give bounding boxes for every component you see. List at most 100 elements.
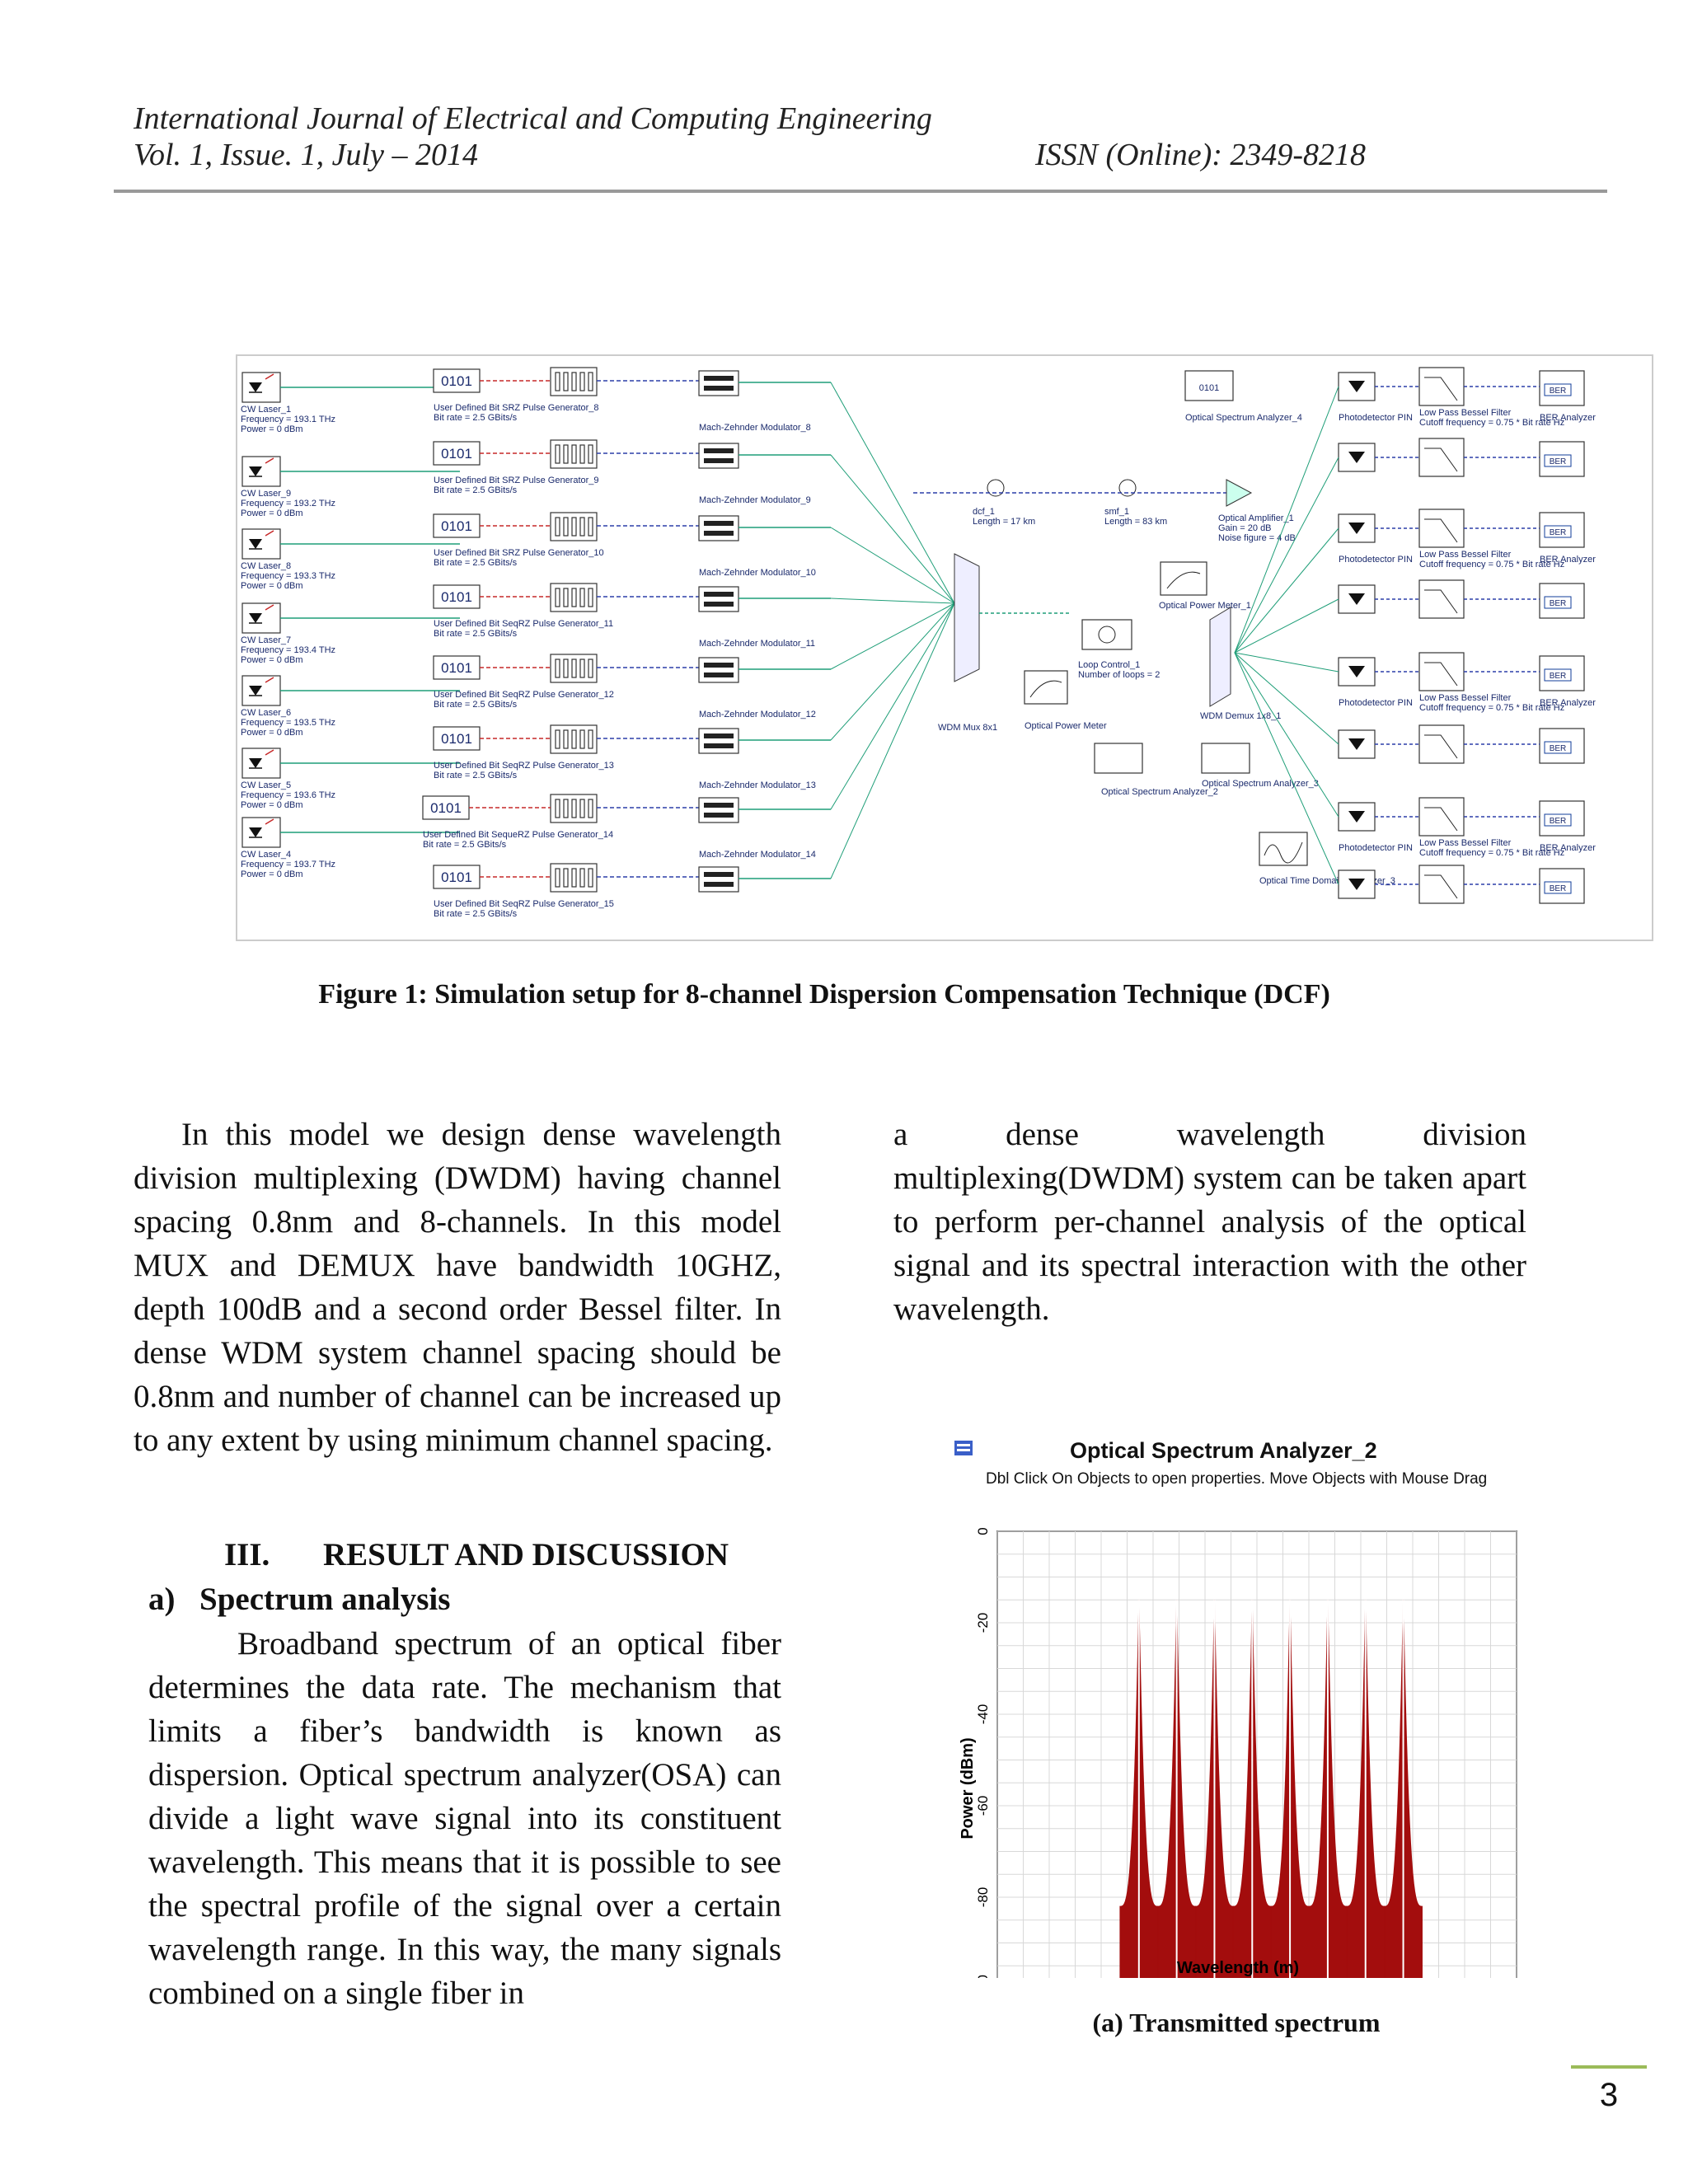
pulse-icon: [588, 588, 593, 607]
bit-sequence-icon: 0101: [441, 660, 472, 676]
dcf-length-label: Length = 17 km: [973, 517, 1035, 527]
bit-sequence-block: [433, 441, 481, 466]
journal-issn: ISSN (Online): 2349-8218: [1035, 138, 1367, 172]
demux-output-wire: [1234, 527, 1339, 654]
laser-power: Power = 0 dBm: [241, 728, 303, 738]
mux-input-wire: [830, 602, 955, 741]
pulse-icon: [588, 517, 593, 537]
filter-response-icon: [1424, 377, 1458, 401]
ber-icon-frame: [1544, 525, 1572, 538]
page-number: 3: [1599, 2077, 1619, 2113]
laser-name: CW Laser_4: [241, 850, 291, 860]
wdm-mux-block: [954, 553, 980, 682]
section-heading: RESULT AND DISCUSSION: [323, 1537, 729, 1572]
osa-icon: 0101: [1199, 383, 1219, 393]
laser-name: CW Laser_7: [241, 635, 291, 645]
pulse-icon: [555, 729, 560, 749]
pulse-icon: [579, 444, 585, 464]
mux-input-wire: [830, 602, 955, 670]
bitrate-label: Bit rate = 2.5 GBits/s: [434, 909, 518, 919]
pulse-icon: [571, 729, 577, 749]
modulator-icon: [704, 673, 734, 677]
modulator-block: [698, 728, 739, 754]
power-meter-icon: [1029, 680, 1062, 698]
laser-arrow: [265, 457, 274, 464]
photodetector-label: Photodetector PIN: [1339, 843, 1413, 853]
osa2-block: [1094, 743, 1143, 774]
laser-power: Power = 0 dBm: [241, 655, 303, 665]
y-tick-label: -60: [975, 1796, 991, 1816]
pulse-icon: [588, 868, 593, 888]
laser-name: CW Laser_5: [241, 780, 291, 790]
pulse-icon: [571, 588, 577, 607]
pulse-generator-label: User Defined Bit SequeRZ Pulse Generator…: [423, 830, 613, 840]
smf-label: smf_1: [1104, 507, 1129, 517]
pulse-generator-label: User Defined Bit SRZ Pulse Generator_8: [434, 403, 599, 413]
photodiode-icon: [1348, 381, 1365, 392]
pulse-icon: [563, 729, 569, 749]
filter-response-icon: [1424, 448, 1458, 472]
pulse-icon: [563, 372, 569, 391]
left-paragraph-2: Broadband spectrum of an optical fiber d…: [148, 1622, 781, 2015]
subsection-heading: Spectrum analysis: [199, 1582, 451, 1617]
osa4-block: [1184, 370, 1234, 401]
mux-input-wire: [830, 527, 955, 604]
ber-icon-frame: [1544, 383, 1572, 396]
laser-name: CW Laser_6: [241, 708, 291, 718]
bitrate-label: Bit rate = 2.5 GBits/s: [434, 485, 518, 495]
modulator-label: Mach-Zehnder Modulator_10: [699, 568, 816, 578]
photodiode-icon: [1348, 593, 1365, 605]
page-number-rule: [1571, 2065, 1647, 2069]
ber-label: BER Analyzer: [1540, 843, 1596, 853]
laser-diode-icon: [249, 758, 262, 768]
ber-label: BER Analyzer: [1540, 413, 1596, 423]
modulator-label: Mach-Zehnder Modulator_14: [699, 850, 816, 860]
modulator-icon: [704, 602, 734, 607]
pulse-icon: [579, 658, 585, 678]
laser-power: Power = 0 dBm: [241, 581, 303, 591]
otdv-icon: [1264, 841, 1303, 864]
laser-diode-icon: [249, 382, 262, 392]
modulator-label: Mach-Zehnder Modulator_9: [699, 495, 811, 505]
pulse-generator-block: [550, 863, 598, 893]
bit-sequence-icon: 0101: [441, 446, 472, 462]
pulse-icon: [579, 729, 585, 749]
subsection-number: a): [148, 1582, 176, 1617]
filter-cutoff-label: Cutoff frequency = 0.75 * Bit rate Hz: [1419, 418, 1564, 428]
pulse-generator-block: [550, 439, 598, 469]
pulse-icon: [563, 799, 569, 818]
demux-output-wire: [1234, 652, 1339, 673]
ber-icon: BER: [1550, 528, 1567, 537]
bit-sequence-block: [433, 368, 481, 393]
pulse-icon: [588, 372, 593, 391]
modulator-block: [698, 515, 739, 541]
filter-label: Low Pass Bessel Filter: [1419, 408, 1512, 418]
osa3-label: Optical Spectrum Analyzer_3: [1202, 779, 1319, 789]
photodiode-icon: [1348, 523, 1365, 534]
mux-input-wire: [830, 598, 955, 604]
loop-icon: [1098, 626, 1116, 644]
demux-output-wire: [1234, 457, 1339, 654]
filter-cutoff-label: Cutoff frequency = 0.75 * Bit rate Hz: [1419, 703, 1564, 713]
pulse-icon: [579, 868, 585, 888]
laser-power: Power = 0 dBm: [241, 509, 303, 518]
filter-label: Low Pass Bessel Filter: [1419, 693, 1512, 703]
pulse-generator-label: User Defined Bit SeqRZ Pulse Generator_1…: [434, 761, 614, 771]
photodiode-icon: [1348, 452, 1365, 463]
ber-icon: BER: [1550, 457, 1567, 466]
modulator-icon: [704, 813, 734, 818]
laser-diode-icon: [249, 686, 262, 696]
laser-frequency: Frequency = 193.1 THz: [241, 415, 335, 424]
ber-icon: BER: [1550, 817, 1567, 826]
pulse-icon: [563, 868, 569, 888]
filter-cutoff-label: Cutoff frequency = 0.75 * Bit rate Hz: [1419, 848, 1564, 858]
bit-sequence-block: [433, 513, 481, 538]
demux-label: WDM Demux 1x8_1: [1200, 711, 1281, 721]
section-number: III.: [224, 1537, 270, 1572]
laser-diode-icon: [249, 827, 262, 837]
dcf-fiber-icon: [987, 479, 1005, 497]
filter-label: Low Pass Bessel Filter: [1419, 550, 1512, 560]
pulse-icon: [555, 444, 560, 464]
ber-icon: BER: [1550, 744, 1567, 753]
right-paragraph: a dense wavelength division multiplexing…: [893, 1113, 1526, 1331]
